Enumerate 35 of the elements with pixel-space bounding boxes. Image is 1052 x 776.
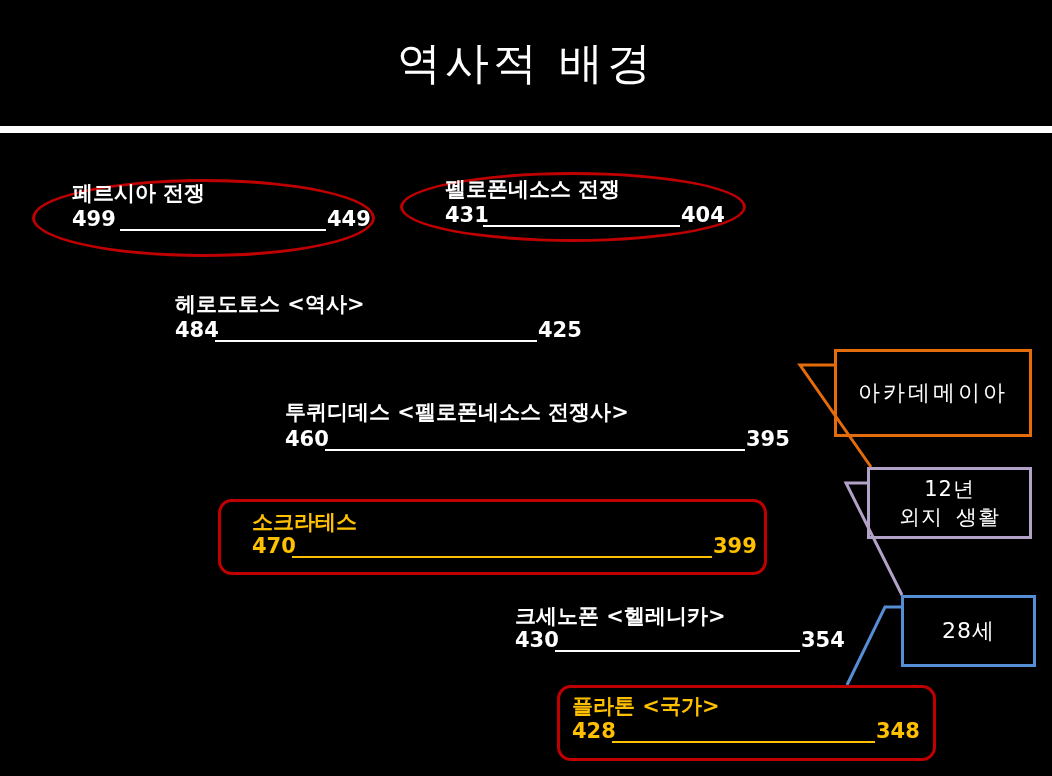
year-label: 425 [538, 318, 582, 342]
rounded-frame [218, 499, 767, 575]
heading-text: 페르시아 전쟁 [72, 181, 206, 205]
leader-line [845, 605, 901, 686]
year-label: 431 [445, 203, 489, 227]
heading-text: 크세노폰 <헬레니카> [515, 604, 726, 628]
year-label: 449 [327, 207, 371, 231]
year-label: 484 [175, 318, 219, 342]
callout-box [834, 349, 1032, 437]
callout-text: 12년 외지 생활 [898, 475, 1001, 531]
leader-line [843, 481, 904, 596]
year-label: 430 [515, 628, 559, 652]
heading-text: 헤로도토스 <역사> [175, 292, 365, 316]
callout-text: 28세 [942, 617, 995, 646]
year-label: 499 [72, 207, 116, 231]
year-label: 460 [285, 427, 329, 451]
leader-line [797, 363, 873, 468]
page-title: 역사적 배경 [397, 36, 655, 90]
callout-box [901, 595, 1036, 667]
heading-text: 플라톤 <국가> [572, 694, 720, 718]
year-label: 404 [681, 203, 725, 227]
heading-text: 소크라테스 [252, 510, 357, 534]
ellipse-frame [400, 172, 746, 242]
callout-text: 아카데메이아 [858, 379, 1008, 408]
year-label: 470 [252, 534, 296, 558]
heading-text: 투퀴디데스 <펠로폰네소스 전쟁사> [285, 400, 629, 424]
rounded-frame [557, 685, 936, 761]
year-label: 354 [801, 628, 845, 652]
ellipse-frame [32, 179, 375, 257]
year-label: 395 [746, 427, 790, 451]
callout-box [867, 467, 1032, 539]
year-label: 399 [713, 534, 757, 558]
heading-text: 펠로폰네소스 전쟁 [445, 177, 621, 201]
year-label: 428 [572, 719, 616, 743]
year-label: 348 [876, 719, 920, 743]
